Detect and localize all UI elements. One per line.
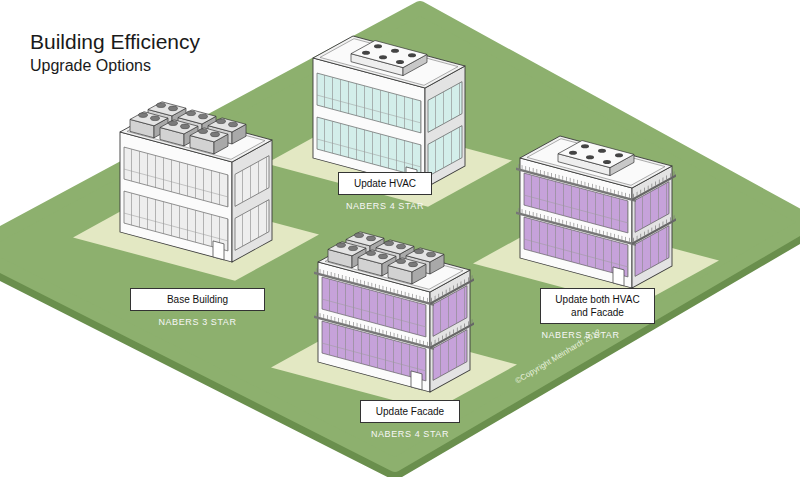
option-name: Update both HVAC and Facade [547,293,648,319]
rating-label: NABERS 4 STAR [346,202,424,211]
label-box: Base BuildingNABERS 3 STAR [130,288,265,311]
option-name: Update Facade [367,405,453,418]
base-building [73,102,319,281]
diagram-title: Building Efficiency [30,30,200,54]
rating-label: NABERS 4 STAR [371,430,449,439]
hvac-building [266,36,512,207]
label-box: Update both HVAC and FacadeNABERS 5 STAR [540,288,655,324]
subtitle: Upgrade Options [30,57,151,75]
rating-label: NABERS 5 STAR [541,331,619,340]
label-box: Update HVACNABERS 4 STAR [338,172,432,195]
facade-building [271,232,517,411]
option-name: Base Building [137,293,258,306]
upgraded-building [473,136,719,307]
label-box: Update FacadeNABERS 4 STAR [360,400,460,423]
rating-label: NABERS 3 STAR [158,318,236,327]
option-name: Update HVAC [345,177,425,190]
